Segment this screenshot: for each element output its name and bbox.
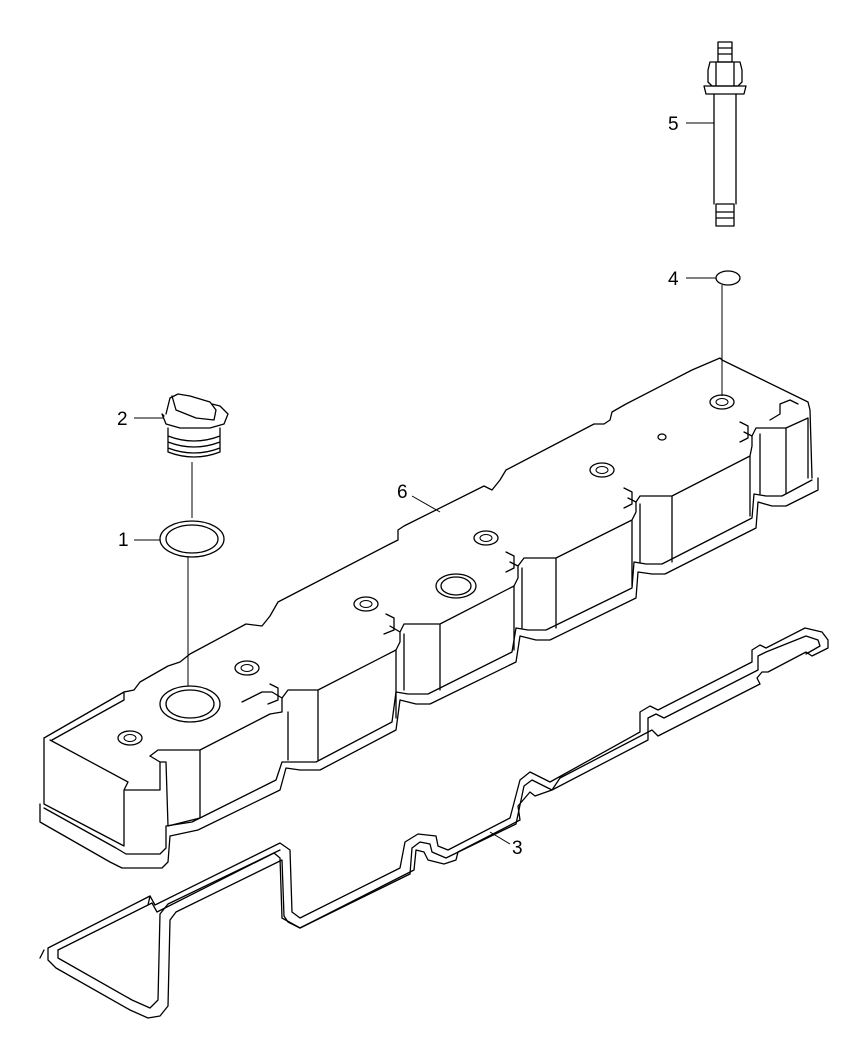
stud-collar [703,85,747,95]
stud-bolt [703,41,747,227]
cover-notch-1 [149,691,283,827]
cover-top-surface [43,357,813,739]
cover-hump-4 [517,497,637,629]
cover-port-outer [435,573,477,599]
stud-holes [117,394,735,746]
cover-hump-3 [399,561,519,691]
o-ring-outer [159,520,225,558]
gasket-outer-outline [47,627,829,1019]
gasket-inner-outline [57,635,821,951]
callout-labels: 1 2 3 4 5 6 [117,114,679,859]
washer-ring [715,270,741,286]
filler-opening-outer [159,685,221,723]
callout-6: 6 [397,482,408,503]
callout-1: 1 [118,530,129,551]
stud-bottom-thread [715,203,735,227]
gasket-upper-edge [39,895,151,959]
filler-opening-inner [165,689,215,719]
cover-hump-5 [635,431,753,563]
o-ring-inner [165,524,219,554]
stud-top-thread [717,41,733,63]
leader-lines [134,122,716,845]
callout-2: 2 [117,409,128,430]
stud-shank [713,93,737,205]
gasket-lower-edge [57,849,281,1009]
sealing-washer [715,270,741,396]
oil-filler-cap [161,393,229,518]
cover-ridge [267,399,799,705]
valve-cover [39,357,819,869]
cover-flange-top [39,479,813,855]
cover-port-inner [440,576,472,596]
o-ring [159,520,225,686]
callout-3: 3 [512,838,523,859]
cover-hump-2 [281,625,401,761]
cap-thread [167,427,221,458]
cover-rear-end [751,417,809,495]
cap-handle [165,393,217,421]
callout-5: 5 [668,114,679,135]
cover-gasket [39,627,829,1019]
callout-4: 4 [668,269,679,290]
cover-front-face [43,737,161,847]
cover-flange [39,477,819,869]
stud-nut [707,61,743,87]
cap-body [161,403,229,429]
cover-front-edge [51,691,125,741]
